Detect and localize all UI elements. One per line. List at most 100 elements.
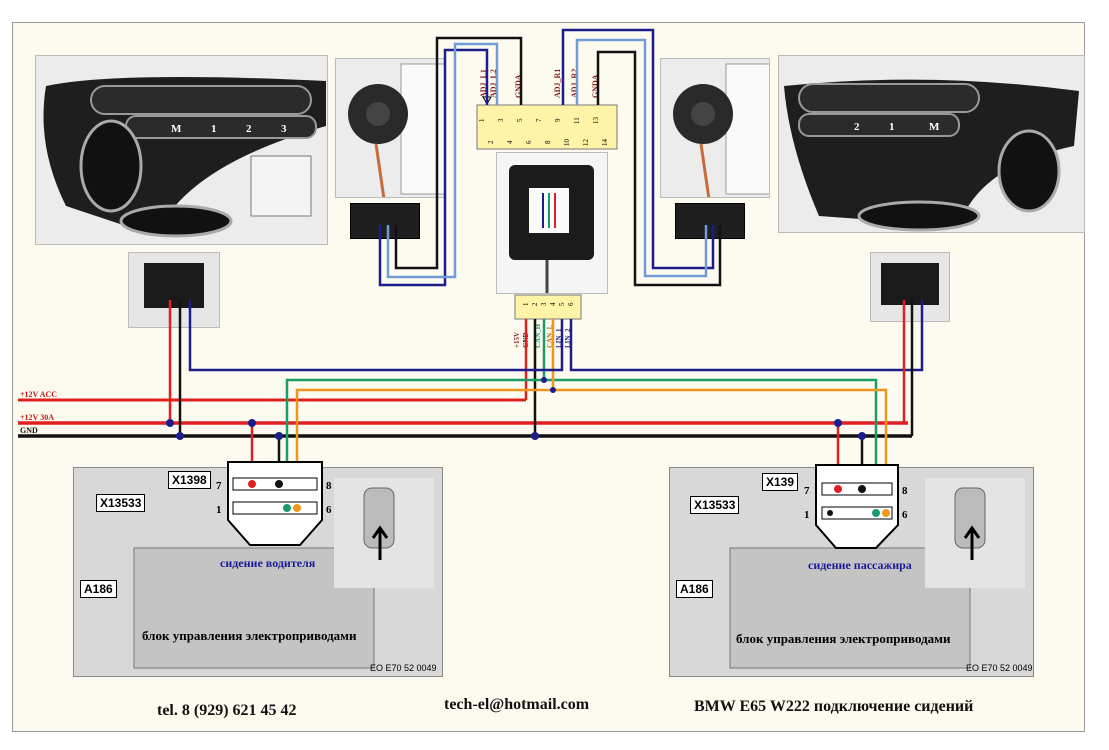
driver-pin-6: 6 xyxy=(326,504,332,516)
passenger-pin-6: 6 xyxy=(902,509,908,521)
right-btn-2: 2 xyxy=(854,121,860,133)
label-x1398-driver: X1398 xyxy=(168,471,211,489)
passenger-pin-can-h xyxy=(872,509,880,517)
label-gnd: GND xyxy=(20,426,38,435)
joystick-connector-right xyxy=(675,203,745,239)
wire-adj-l2 xyxy=(386,42,499,279)
mpin-1: 1 xyxy=(522,302,530,306)
label-adj-r2: ADJ_R2 xyxy=(570,69,579,98)
passenger-pin-1 xyxy=(827,510,833,516)
mpin-2: 2 xyxy=(531,302,539,306)
left-btn-2: 2 xyxy=(246,123,252,135)
pin-13: 13 xyxy=(592,117,600,125)
ref-driver: EO E70 52 0049 xyxy=(370,663,437,673)
passenger-pin-1-label: 1 xyxy=(804,509,810,521)
wire-gnda-left xyxy=(394,36,523,270)
driver-pin-7: 7 xyxy=(216,480,222,492)
module-connector xyxy=(514,294,582,320)
wire-adj-r2 xyxy=(575,38,708,278)
pin-5: 5 xyxy=(516,118,524,122)
joystick-connector-left xyxy=(350,203,420,239)
junction-dot xyxy=(176,432,184,440)
passenger-pin-power xyxy=(834,485,842,493)
footer-title: BMW E65 W222 подключение сидений xyxy=(694,698,974,715)
pin-6: 6 xyxy=(525,140,533,144)
top-connector-even-pins: 2 4 6 8 10 12 14 xyxy=(487,139,609,147)
pin-9: 9 xyxy=(554,118,562,122)
passenger-seat-plug: 7 8 1 6 xyxy=(804,464,908,549)
driver-pin-gnd xyxy=(275,480,283,488)
right-btn-1: 1 xyxy=(889,121,895,133)
caption-driver-unit: блок управления электроприводами xyxy=(142,628,357,643)
label-x13533-passenger: X13533 xyxy=(690,496,740,514)
junction-dot xyxy=(834,419,842,427)
mlabel-15v: +15V xyxy=(513,332,521,348)
top-connector xyxy=(476,104,618,150)
wire-adj-l1 xyxy=(378,48,489,287)
label-x13533-driver: X13533 xyxy=(96,494,146,512)
label-x139-passenger: X139 xyxy=(762,473,799,491)
pin-1: 1 xyxy=(478,118,486,122)
pin-12: 12 xyxy=(582,139,590,147)
passenger-pin-can-l xyxy=(882,509,890,517)
top-connector-signal-labels: ADJ_L1 ADJ_L2 GNDA ADJ_R1 ADJ_R2 GNDA xyxy=(479,69,600,98)
driver-pin-8: 8 xyxy=(326,480,332,492)
pin-7: 7 xyxy=(535,118,543,122)
wire-lin2 xyxy=(569,300,924,372)
junction-dot xyxy=(541,377,547,383)
wire-gnda-right xyxy=(596,50,722,287)
driver-pin-can-h xyxy=(283,504,291,512)
seat-switch-connector-left xyxy=(128,252,220,328)
label-adj-l2: ADJ_L2 xyxy=(489,69,498,98)
pin-14: 14 xyxy=(601,139,609,147)
junction-dot xyxy=(550,387,556,393)
junction-dot xyxy=(858,432,866,440)
mpin-5: 5 xyxy=(558,302,566,306)
driver-seat-plug: 7 8 1 6 xyxy=(216,461,332,546)
pin-4: 4 xyxy=(506,140,514,144)
mpin-6: 6 xyxy=(567,302,575,306)
ref-passenger: EO E70 52 0049 xyxy=(966,663,1033,673)
left-btn-3: 3 xyxy=(281,123,287,135)
mlabel-can-h: CAN_H xyxy=(534,323,542,348)
mlabel-can-l: CAN_L xyxy=(546,324,554,348)
label-gnda-left: GNDA xyxy=(514,74,523,98)
wire-can-l-driver xyxy=(295,319,555,512)
driver-pin-can-l xyxy=(293,504,301,512)
arrow-up-icon xyxy=(963,525,981,560)
label-gnda-right: GNDA xyxy=(591,74,600,98)
label-12v-30a: +12V 30A xyxy=(20,413,54,422)
wire-adj-r1 xyxy=(561,28,715,270)
pin-11: 11 xyxy=(573,117,581,124)
arrow-up-icon xyxy=(371,525,389,560)
driver-pin-1: 1 xyxy=(216,504,222,516)
wire-lin1 xyxy=(188,300,564,372)
joystick-photo-right xyxy=(660,58,770,198)
label-adj-l1: ADJ_L1 xyxy=(479,69,488,98)
seat-module-photo-passenger xyxy=(669,467,1034,677)
mpin-4: 4 xyxy=(549,302,557,306)
joystick-photo-left xyxy=(335,58,445,198)
footer-email: tech-el@hotmail.com xyxy=(444,696,590,713)
footer-phone: tel. 8 (929) 621 45 42 xyxy=(157,702,297,719)
pin-3: 3 xyxy=(497,118,505,122)
interface-module-photo xyxy=(496,152,608,294)
junction-dot xyxy=(166,419,174,427)
left-btn-1: 1 xyxy=(211,123,217,135)
seat-switch-connector-right xyxy=(870,252,950,322)
seat-switch-photo-right: 2 1 M xyxy=(778,55,1085,233)
right-btn-M: M xyxy=(929,121,940,133)
label-adj-r1: ADJ_R1 xyxy=(553,69,562,98)
junction-dots xyxy=(166,377,866,440)
junction-dot xyxy=(248,419,256,427)
passenger-pin-gnd xyxy=(858,485,866,493)
top-connector-odd-pins: 1 3 5 7 9 11 13 xyxy=(478,117,600,125)
pin-8: 8 xyxy=(544,140,552,144)
passenger-pin-7: 7 xyxy=(804,485,810,497)
caption-passenger-seat: сидение пассажира xyxy=(808,558,912,572)
wire-can-h-driver xyxy=(285,319,546,512)
mlabel-lin2: LIN_2 xyxy=(564,328,572,348)
label-a186-passenger: A186 xyxy=(676,580,713,598)
